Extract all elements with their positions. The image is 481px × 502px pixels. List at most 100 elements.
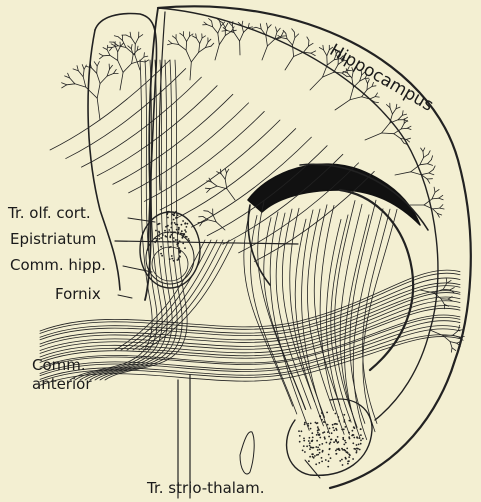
- stipple-dot: [347, 463, 349, 465]
- dendrite-branch: [382, 133, 394, 134]
- dendrite-branch: [294, 32, 295, 38]
- stipple-dot: [177, 233, 179, 235]
- dendrite-branch: [334, 65, 338, 73]
- dendrite-branch: [196, 38, 199, 43]
- dendrite-branch: [62, 83, 67, 85]
- stipple-dot: [345, 457, 347, 459]
- stipple-dot: [306, 445, 308, 447]
- dendrite-branch: [131, 44, 132, 48]
- dendrite-branch: [420, 164, 428, 165]
- stipple-dot: [176, 239, 178, 241]
- stipple-dot: [316, 434, 318, 436]
- dendrite-branch: [348, 73, 352, 78]
- pallial-fiber: [144, 111, 264, 201]
- dendrite-branch: [218, 33, 220, 44]
- dendrite-branch: [392, 109, 396, 114]
- stipple-dot: [343, 419, 345, 421]
- dendrite-branch: [215, 45, 219, 60]
- dendrite-branch: [311, 53, 315, 55]
- dendrite-branch: [91, 68, 96, 74]
- stipple-dot: [342, 464, 344, 466]
- stipple-dot: [178, 229, 180, 231]
- dendrite-branch: [429, 173, 434, 175]
- dendrite-branch: [285, 57, 294, 71]
- stipple-dot: [158, 238, 160, 240]
- dendrite-branch: [423, 152, 424, 158]
- stipple-dot: [175, 217, 177, 219]
- dendrite-branch: [401, 128, 407, 129]
- stipple-dot: [178, 227, 180, 229]
- stipple-dot: [321, 419, 323, 421]
- stipple-dot: [308, 440, 310, 442]
- dendrite-branch: [252, 27, 256, 28]
- dendrite-branch: [212, 21, 213, 27]
- dendrite-branch: [225, 23, 228, 28]
- stipple-dot: [358, 444, 360, 446]
- stipple-dot: [319, 449, 321, 451]
- stipple-dot: [348, 456, 350, 458]
- stipple-dot: [177, 214, 179, 216]
- stipple-dot: [326, 412, 328, 414]
- dendrite-branch: [120, 72, 123, 90]
- stipple-dot: [171, 258, 173, 260]
- stipple-dot: [167, 217, 169, 219]
- dendrite-branch: [427, 179, 430, 183]
- dendrite-branch: [217, 186, 227, 189]
- stipple-dot: [356, 452, 358, 454]
- stipple-dot: [156, 240, 158, 242]
- dendrite-branch: [311, 51, 316, 53]
- dendrite-branch: [172, 44, 179, 45]
- stipple-dot: [329, 428, 331, 430]
- dendrite-branch: [428, 151, 430, 155]
- lateral-ventricle: [248, 164, 420, 225]
- stipple-dot: [173, 219, 175, 221]
- dendrite-branch: [429, 170, 434, 173]
- stipple-dot: [176, 224, 178, 226]
- dendrite-branch: [434, 187, 435, 192]
- stipple-dot: [167, 232, 169, 234]
- dendrite-branch: [200, 38, 202, 43]
- pallial-fiber: [176, 129, 296, 219]
- stipple-dot: [314, 455, 316, 457]
- stipple-dot: [328, 436, 330, 438]
- stipple-dot: [154, 241, 156, 243]
- dendrite-branch: [451, 348, 452, 352]
- label-tr-olf-cort: Tr. olf. cort.: [8, 206, 91, 221]
- dendrite-branch: [223, 23, 226, 28]
- stipple-dot: [321, 461, 323, 463]
- pallial-fiber: [113, 94, 233, 184]
- stipple-dot: [349, 454, 351, 456]
- dendrite-branch: [335, 100, 350, 110]
- dendrite-branch: [407, 138, 411, 139]
- label-comm-anterior-line1: Comm.: [32, 358, 86, 373]
- stipple-dot: [309, 456, 311, 458]
- dendrite-branch: [209, 19, 212, 22]
- dendrite-branch: [395, 172, 411, 175]
- stipple-dot: [172, 232, 174, 234]
- dendrite-branch: [212, 182, 218, 186]
- dendrite-branch: [350, 87, 354, 99]
- dendrite-branch: [350, 97, 362, 100]
- stipple-dot: [332, 427, 334, 429]
- stipple-dot: [309, 437, 311, 439]
- stipple-dot: [156, 238, 158, 240]
- dendrite-branch: [205, 188, 210, 189]
- stipple-dot: [304, 422, 306, 424]
- dendrite-branch: [118, 46, 121, 51]
- stipple-dot: [155, 230, 157, 232]
- dendrite-branch: [109, 47, 112, 50]
- stipple-dot: [171, 255, 173, 257]
- dendrite-branch: [390, 108, 392, 114]
- dendrite-branch: [432, 198, 439, 199]
- stipple-dot: [162, 234, 164, 236]
- dendrite-branch: [441, 299, 444, 305]
- stipple-dot: [336, 453, 338, 455]
- striatal-fiber: [363, 209, 390, 423]
- stipple-dot: [339, 460, 341, 462]
- dendrite-branch: [431, 156, 432, 160]
- stipple-dot: [166, 214, 168, 216]
- stipple-dot: [342, 438, 344, 440]
- stipple-dot: [326, 442, 328, 444]
- stipple-dot: [186, 236, 188, 238]
- stipple-dot: [311, 440, 313, 442]
